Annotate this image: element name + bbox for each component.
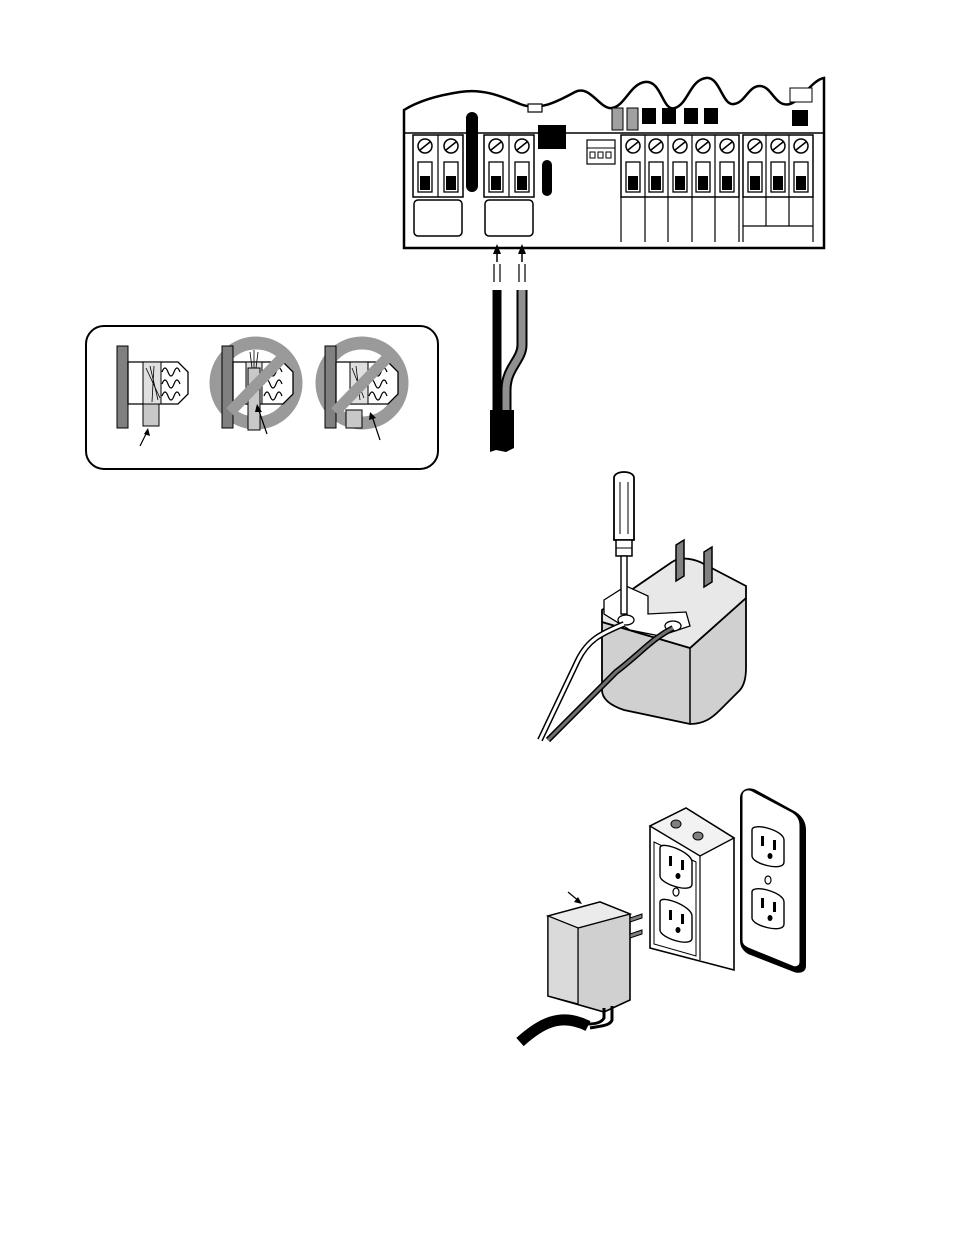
board-chip-2 [662, 108, 676, 124]
board-chip-gray-1 [612, 108, 623, 130]
board-chip-gray-2 [627, 108, 638, 130]
terminal-group-1 [413, 135, 463, 236]
cable-jacket [490, 410, 514, 452]
transformer-wiring [540, 472, 746, 740]
wall-receptacle-bottom [752, 889, 784, 929]
ac-adapter [520, 892, 642, 1042]
transformer-plug-in [520, 788, 806, 1042]
terminal-group-4 [743, 135, 813, 242]
board-jumper [528, 104, 542, 112]
terminal-board [404, 78, 824, 248]
board-black-block [538, 125, 566, 149]
dip-switch [587, 140, 615, 164]
board-chip-3 [684, 108, 698, 124]
wall-plate [740, 788, 806, 972]
wall-receptacle-top [752, 827, 784, 867]
board-chip-1 [642, 108, 656, 124]
board-black-bar [466, 112, 478, 192]
wire-inset [86, 326, 438, 469]
board-black-small-bar [542, 160, 552, 196]
receptacle-block [650, 808, 734, 970]
board-chip-5 [792, 110, 808, 126]
board-chip-4 [704, 108, 718, 124]
board-wires [490, 244, 526, 452]
terminal-group-2 [484, 135, 534, 236]
board-notch [790, 88, 812, 102]
